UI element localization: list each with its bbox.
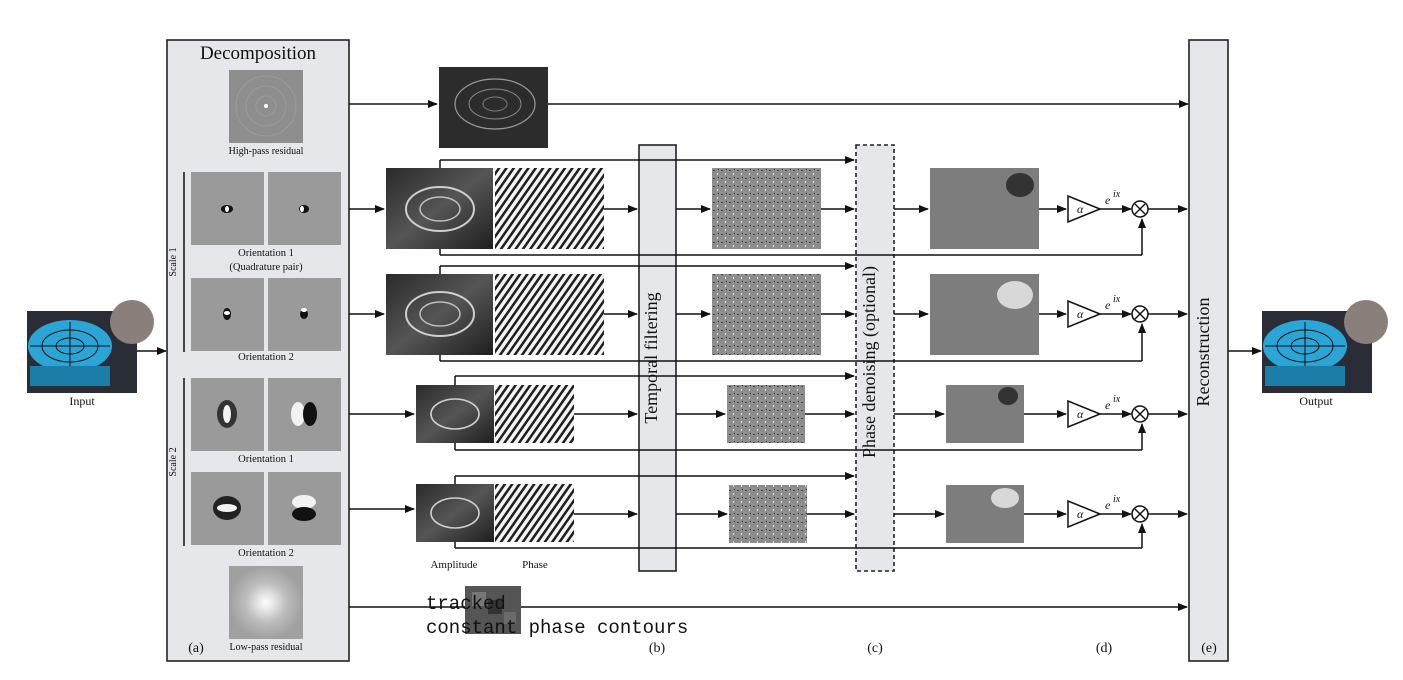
panel-label-e: (e): [1201, 641, 1217, 656]
phase-s2-o1: [495, 385, 574, 443]
multiply-node-row3: [1131, 405, 1149, 423]
phase-label: Phase: [522, 559, 548, 571]
scale1-label: Scale 1: [168, 247, 179, 276]
amplitude-s2-o1: [416, 385, 494, 443]
output-label: Output: [1299, 394, 1333, 408]
panel-label-b: (b): [649, 641, 666, 656]
svg-text:α: α: [1077, 507, 1084, 521]
exp-power-row4: ix: [1113, 494, 1121, 505]
amplifier-alpha-row1: α: [1067, 194, 1102, 224]
reconstruction-label: Reconstruction: [1193, 298, 1213, 407]
output-image: [1262, 300, 1388, 393]
filtered-phase-s2-o2: [729, 485, 807, 543]
input-label: Input: [69, 394, 95, 408]
amplitude-s1-o2: [386, 274, 493, 355]
low-pass-label: Low-pass residual: [229, 642, 302, 653]
phase-s1-o2: [495, 274, 604, 355]
low-pass-filter-image: [229, 566, 303, 639]
exp-base-row2: e: [1105, 298, 1111, 312]
orientation1-label-s2: Orientation 1: [238, 454, 294, 465]
overlay-text-contours: constant phase contours: [426, 617, 688, 639]
amplifier-alpha-row3: α: [1067, 399, 1102, 429]
panel-label-c: (c): [867, 641, 883, 656]
phase-denoising-label: Phase denoising (optional): [859, 266, 880, 458]
multiply-node-row4: [1131, 505, 1149, 523]
amplitude-s1-o1: [386, 168, 493, 249]
exp-power-row3: ix: [1113, 394, 1121, 405]
filtered-phase-s1-o1: [712, 168, 821, 249]
multiply-node-row2: [1131, 305, 1149, 323]
overlay-text-tracked: tracked: [426, 593, 506, 615]
exp-power-row2: ix: [1113, 294, 1121, 305]
panel-label-d: (d): [1096, 641, 1113, 656]
low-pass-residual-image: [465, 586, 521, 634]
svg-text:α: α: [1077, 407, 1084, 421]
orientation1-label: Orientation 1: [238, 248, 294, 259]
input-image: [27, 300, 154, 393]
svg-text:α: α: [1077, 202, 1084, 216]
orientation2-label-s1: Orientation 2: [238, 352, 294, 363]
filtered-phase-s1-o2: [712, 274, 821, 355]
amplitude-s2-o2: [416, 484, 494, 542]
reconstruction-block: [1188, 39, 1229, 662]
amplitude-label: Amplitude: [430, 559, 477, 571]
phase-denoising-block: [855, 144, 895, 572]
temporal-filtering-label: Temporal filtering: [641, 292, 661, 423]
quadrature-pair-label: (Quadrature pair): [229, 262, 303, 273]
amplifier-alpha-row4: α: [1067, 499, 1102, 529]
svg-text:α: α: [1077, 307, 1084, 321]
high-pass-label: High-pass residual: [229, 146, 304, 157]
scale2-label: Scale 2: [168, 447, 179, 476]
multiply-node-row1: [1131, 200, 1149, 218]
high-pass-residual-image: [439, 67, 548, 148]
exp-base-row4: e: [1105, 498, 1111, 512]
orientation2-label-s2: Orientation 2: [238, 548, 294, 559]
temporal-filtering-block: [638, 144, 677, 572]
exp-power-row1: ix: [1113, 189, 1121, 200]
exp-base-row3: e: [1105, 398, 1111, 412]
phase-s1-o1: [495, 168, 604, 249]
amplifier-alpha-row2: α: [1067, 299, 1102, 329]
exp-base-row1: e: [1105, 193, 1111, 207]
decomposition-title: Decomposition: [200, 43, 317, 64]
panel-label-a: (a): [188, 641, 204, 656]
filtered-phase-s2-o1: [727, 385, 805, 443]
phase-s2-o2: [495, 484, 574, 542]
